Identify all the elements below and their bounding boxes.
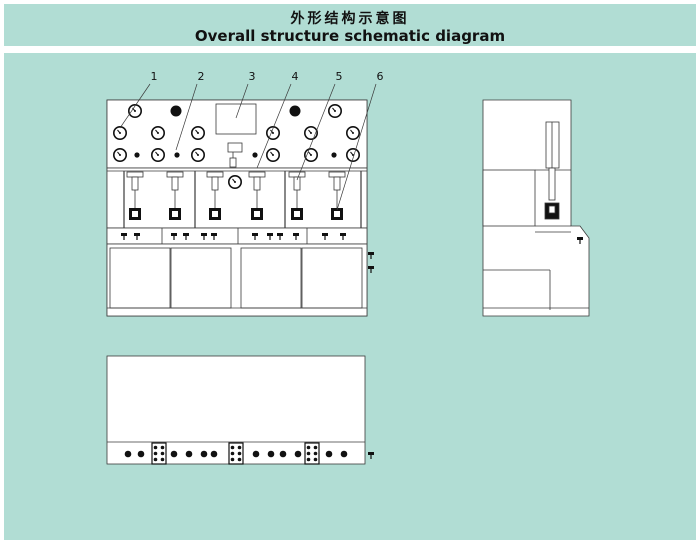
press-cylinder-icon [288, 171, 306, 220]
pressure-gauge-icon [228, 175, 243, 190]
valve-icon [322, 233, 328, 240]
callout-number: 1 [151, 70, 158, 83]
callout-leader-line [256, 83, 292, 169]
callout-leader-line [336, 83, 377, 211]
port-dot-icon [252, 450, 260, 458]
side-body [482, 99, 590, 317]
side-view [482, 99, 590, 317]
valve-icon [340, 233, 346, 240]
valve-icon [277, 233, 283, 240]
title-chinese: 外形结构示意图 [290, 11, 410, 27]
port-dot-icon [185, 450, 193, 458]
control-knob-icon [134, 152, 140, 158]
front-view [106, 99, 374, 317]
valve-icon [368, 252, 374, 259]
pressure-gauge-icon [128, 104, 143, 119]
valve-icon [201, 233, 207, 240]
pressure-gauge-icon [151, 126, 166, 141]
connector-block-icon [228, 442, 244, 465]
display-button [227, 142, 243, 153]
press-cylinder-icon [328, 171, 346, 220]
callout-leader-line [119, 83, 151, 129]
cabinet-door [170, 247, 232, 309]
pressure-gauge-icon [113, 148, 128, 163]
valve-icon [171, 233, 177, 240]
port-dot-icon [279, 450, 287, 458]
pressure-gauge-icon [345, 126, 360, 141]
valve-icon [211, 233, 217, 240]
port-dot-icon [267, 450, 275, 458]
callout-leader-line [235, 83, 249, 119]
callout-leader-line [296, 83, 336, 181]
pressure-gauge-icon [151, 148, 166, 163]
cabinet-door [240, 247, 302, 309]
title-band: 外形结构示意图 Overall structure schematic diag… [4, 4, 696, 46]
valve-icon [267, 233, 273, 240]
connector-block-icon [304, 442, 320, 465]
port-dot-icon [294, 450, 302, 458]
control-knob-icon [174, 152, 180, 158]
valve-icon [293, 233, 299, 240]
valve-icon [252, 233, 258, 240]
valve-icon [368, 266, 374, 273]
side-cylinder [545, 121, 560, 169]
display-screen [215, 103, 257, 135]
port-dot-icon [325, 450, 333, 458]
title-english: Overall structure schematic diagram [194, 27, 506, 45]
valve-icon [121, 233, 127, 240]
port-dot-icon [200, 450, 208, 458]
side-press-head-inner [548, 205, 556, 214]
side-rod [548, 167, 556, 201]
display-stem-block [229, 157, 237, 168]
connector-block-icon [151, 442, 167, 465]
control-knob-icon [170, 105, 182, 117]
valve-icon [134, 233, 140, 240]
pressure-gauge-icon [327, 104, 342, 119]
valve-icon [368, 452, 374, 459]
press-cylinder-icon [166, 171, 184, 220]
port-dot-icon [170, 450, 178, 458]
pressure-gauge-icon [345, 148, 360, 163]
pressure-gauge-icon [265, 148, 280, 163]
press-cylinder-icon [126, 171, 144, 220]
port-dot-icon [210, 450, 218, 458]
control-knob-icon [289, 105, 301, 117]
callout-layer: 1 2 3 4 5 6 [119, 70, 384, 211]
port-dot-icon [124, 450, 132, 458]
callout-number: 5 [336, 70, 343, 83]
callout-number: 4 [292, 70, 299, 83]
callout-leader-line [175, 83, 198, 151]
top-view [106, 355, 374, 465]
port-dot-icon [340, 450, 348, 458]
cabinet-door [301, 247, 363, 309]
side-throat-opening [482, 169, 536, 227]
cabinet-door [109, 247, 171, 309]
callout-number: 2 [198, 70, 205, 83]
port-dot-icon [137, 450, 145, 458]
valve-icon [183, 233, 189, 240]
pressure-gauge-icon [191, 148, 206, 163]
callout-number: 3 [249, 70, 256, 83]
valve-icon [577, 237, 583, 244]
pressure-gauge-icon [113, 126, 128, 141]
press-cylinder-icon [248, 171, 266, 220]
press-cylinder-icon [206, 171, 224, 220]
callout-number: 6 [377, 70, 384, 83]
pressure-gauge-icon [191, 126, 206, 141]
control-knob-icon [252, 152, 258, 158]
control-knob-icon [331, 152, 337, 158]
